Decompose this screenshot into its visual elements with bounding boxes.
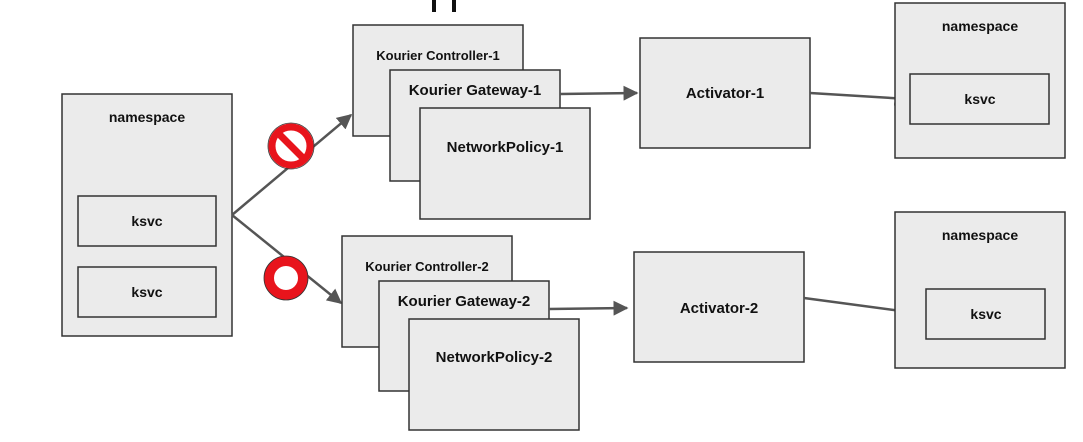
kourier-gateway-label: Kourier Gateway-1 (409, 82, 542, 99)
kourier-gateway-label: Kourier Gateway-2 (398, 293, 531, 310)
network-policy-box (408, 318, 580, 431)
activator-2-box (633, 251, 805, 363)
namespace-title: namespace (109, 109, 185, 125)
ksvc-box (77, 195, 217, 247)
cropped-title-fragment (432, 0, 456, 12)
kourier-stack-1: Kourier Controller-1 Kourier Gateway-1 N… (352, 24, 591, 220)
network-policy-label: NetworkPolicy-2 (436, 349, 553, 366)
ksvc-box (909, 73, 1050, 125)
activator-1-label: Activator-1 (686, 85, 764, 102)
edge-activator1-ksvc (809, 90, 910, 106)
network-policy-box (419, 107, 591, 220)
ksvc-label: ksvc (970, 306, 1001, 322)
edge-gateway1-activator1 (559, 85, 639, 101)
target-namespace-2: namespace ksvc (894, 211, 1066, 369)
ksvc-label: ksvc (964, 91, 995, 107)
namespace-title: namespace (942, 18, 1018, 34)
source-namespace: namespace ksvc ksvc (61, 93, 233, 337)
activator-1-box (639, 37, 811, 149)
kourier-controller-label: Kourier Controller-1 (376, 48, 500, 63)
ksvc-label: ksvc (131, 213, 162, 229)
ksvc-label: ksvc (131, 284, 162, 300)
kourier-controller-label: Kourier Controller-2 (365, 259, 489, 274)
blocked-icon (267, 122, 315, 170)
ksvc-box (925, 288, 1046, 340)
target-namespace-1: namespace ksvc (894, 2, 1066, 159)
ksvc-box (77, 266, 217, 318)
network-policy-label: NetworkPolicy-1 (447, 139, 564, 156)
allowed-ring-icon (263, 255, 309, 301)
activator-2-label: Activator-2 (680, 300, 758, 317)
namespace-title: namespace (942, 227, 1018, 243)
edge-gateway2-activator2 (548, 300, 629, 316)
kourier-stack-2: Kourier Controller-2 Kourier Gateway-2 N… (341, 235, 580, 431)
